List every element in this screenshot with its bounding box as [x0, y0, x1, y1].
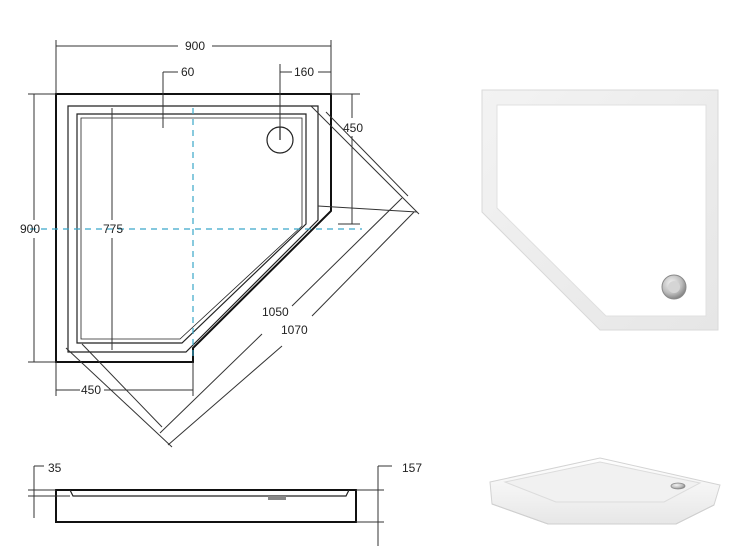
- dim-1050-line-top: [291, 197, 403, 307]
- dim-drain-offset-label: 160: [294, 65, 314, 79]
- side-drain-mark: [268, 496, 286, 500]
- dim-diagonal-outer-label: 1070: [281, 323, 308, 337]
- dim-diag-ext-top: [310, 105, 420, 215]
- tray-basin-inner-outline: [80, 117, 303, 340]
- dim-inner-depth-label: 775: [103, 222, 123, 236]
- photo-perspective-drain-icon: [670, 482, 686, 490]
- tray-perspective-photo-icon: [489, 457, 721, 525]
- dim-diag-ext-bottom: [65, 347, 173, 448]
- tray-rim-outline: [67, 105, 319, 353]
- tray-basin-outline: [76, 113, 307, 344]
- dim-1070-line-bottom: [167, 345, 283, 446]
- top-view-drawing: 900 60 160 450 900 775 450: [20, 39, 420, 448]
- dim-total-height-label: 157: [402, 461, 422, 475]
- dim-diagonal-inner-label: 1050: [262, 305, 289, 319]
- dim-rim-height-label: 35: [48, 461, 62, 475]
- dim-edge-offset-label: 60: [181, 65, 195, 79]
- tray-top-photo-icon: [481, 89, 719, 331]
- dim-1070-line-top: [311, 211, 415, 317]
- dim-diag-ext-bottom2: [81, 343, 163, 428]
- dim-diag-ext-top2: [325, 111, 409, 197]
- dim-diag-ext-top-a: [317, 205, 418, 213]
- side-profile-outline: [55, 489, 357, 523]
- side-view-drawing: 35 157: [28, 461, 422, 546]
- side-rim-line: [69, 489, 350, 497]
- dim-drain-from-top-label: 450: [343, 121, 363, 135]
- dim-width-label: 900: [185, 39, 205, 53]
- dim-bottom-straight-label: 450: [81, 383, 101, 397]
- dim-depth-label: 900: [20, 222, 40, 236]
- dim-1050-line-bottom: [159, 333, 263, 434]
